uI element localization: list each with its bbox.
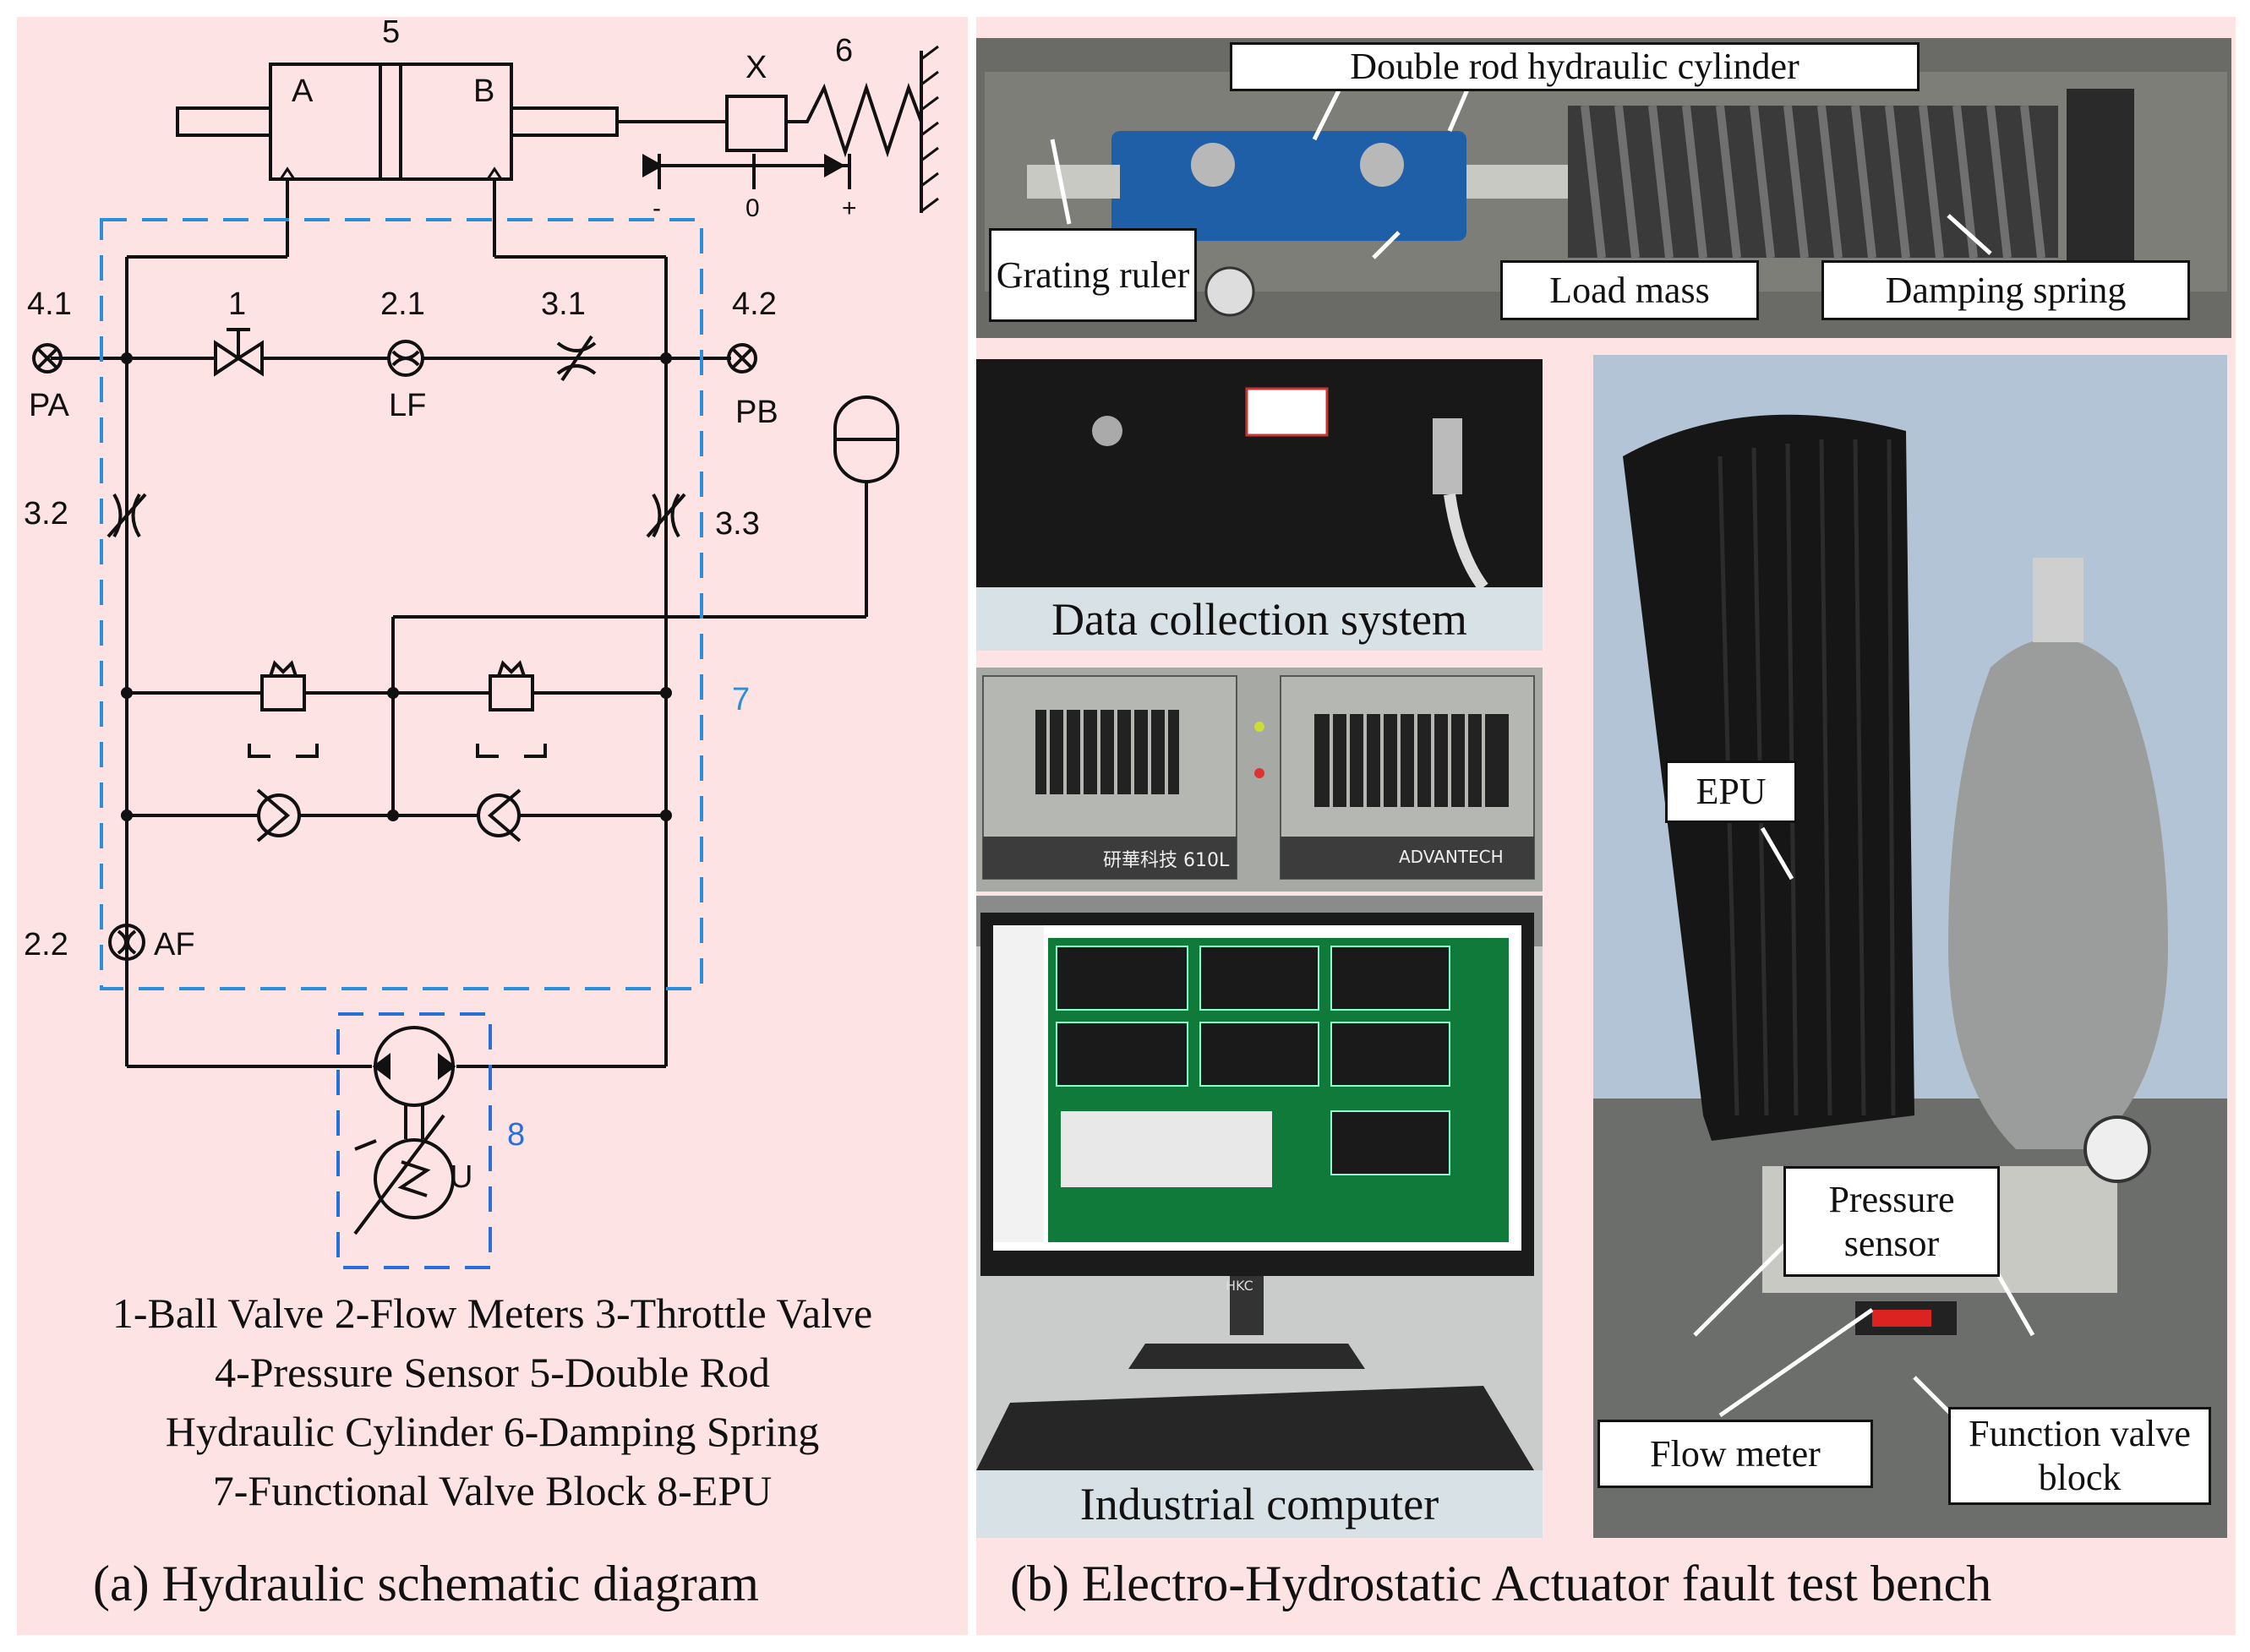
label-mass: X <box>745 50 767 85</box>
caption-schematic: (a) Hydraulic schematic diagram <box>93 1556 759 1611</box>
label-flow-meter-1-tag: LF <box>389 388 426 423</box>
spring-coils <box>1568 106 2058 258</box>
epu-illustration <box>1593 355 2227 1538</box>
ipc-brand-text: ADVANTECH <box>1399 847 1504 867</box>
accumulator-tank <box>1948 638 2168 1149</box>
label-throttle-2: 3.2 <box>24 496 68 532</box>
label-motor-u: U <box>450 1159 472 1195</box>
data-collection-illustration <box>976 359 1543 587</box>
label-load-mass: Load mass <box>1500 260 1759 320</box>
photo-epu: EPU Pressure sensor Flow meter Function … <box>1593 355 2227 1538</box>
caption-test-bench: (b) Electro-Hydrostatic Actuator fault t… <box>1010 1556 1992 1611</box>
label-flow-meter-2-tag: AF <box>154 927 195 962</box>
monitor-illustration <box>976 896 1543 1470</box>
label-function-valve-block: Function valve block <box>1948 1407 2211 1505</box>
motor-symbol <box>374 1138 455 1219</box>
legend-line-2: 4-Pressure Sensor 5-Double Rod <box>215 1349 770 1396</box>
caption-data-collection: Data collection system <box>976 587 1543 651</box>
label-ps-left: 4.1 <box>27 286 72 322</box>
pressure-sensor-pb-symbol <box>727 343 757 373</box>
label-epu: 8 <box>507 1117 525 1153</box>
junction-dots <box>121 154 845 821</box>
label-zero: 0 <box>745 194 760 222</box>
cylinder-rod-left <box>176 106 272 137</box>
cylinder-piston <box>379 63 402 181</box>
panel-test-bench: Double rod hydraulic cylinder Grating ru… <box>976 17 2236 1635</box>
panel-hydraulic-schematic: 5 A B X 6 - 0 + 4.1 PA 1 2.1 LF 3.1 4.2 … <box>17 17 968 1635</box>
label-grating-ruler: Grating ruler <box>989 228 1197 322</box>
photo-monitor: HKC <box>976 896 1543 1470</box>
pressure-sensor-pa-symbol <box>32 343 63 373</box>
label-flow-meter-2: 2.2 <box>24 927 68 962</box>
relief-valve-left-symbol <box>260 674 306 712</box>
label-ps-left-tag: PA <box>29 388 70 423</box>
label-throttle-3: 3.3 <box>715 506 760 542</box>
ipc-model-text: 研華科技 610L <box>1103 850 1230 871</box>
label-ball-valve: 1 <box>228 286 246 322</box>
throttle-valve-3-3-symbol <box>652 493 680 538</box>
label-minus: - <box>653 194 661 222</box>
label-chamber-b: B <box>473 74 494 109</box>
relief-valve-right-symbol <box>489 674 534 712</box>
label-plus: + <box>842 194 857 222</box>
hydraulic-schematic-diagram: 5 A B X 6 - 0 + 4.1 PA 1 2.1 LF 3.1 4.2 … <box>24 17 939 1269</box>
legend-line-3: Hydraulic Cylinder 6-Damping Spring <box>165 1408 820 1455</box>
monitor-brand-text: HKC <box>1226 1278 1253 1294</box>
photo-industrial-pc: 研華科技 610L ADVANTECH <box>976 668 1543 891</box>
label-flow-meter-1: 2.1 <box>380 286 425 322</box>
label-flow-meter: Flow meter <box>1597 1420 1873 1488</box>
throttle-valve-3-1-symbol <box>556 341 597 375</box>
ball-valve-symbol <box>214 340 242 377</box>
label-damping-spring: Damping spring <box>1821 260 2190 320</box>
label-ps-right-tag: PB <box>735 395 778 430</box>
functional-valve-block-boundary <box>100 218 703 990</box>
label-ps-right: 4.2 <box>732 286 777 322</box>
flow-meter-af-symbol <box>108 924 145 961</box>
photo-data-collection <box>976 359 1543 587</box>
flow-meter-lf-symbol <box>387 340 424 377</box>
check-valve-right-symbol <box>477 793 521 837</box>
label-cylinder: 5 <box>382 17 400 50</box>
label-throttle-1: 3.1 <box>541 286 586 322</box>
industrial-pc-illustration <box>976 668 1543 891</box>
throttle-valve-3-2-symbol <box>112 493 141 538</box>
load-mass-x <box>725 95 788 152</box>
label-pressure-sensor: Pressure sensor <box>1783 1166 2000 1277</box>
check-valve-left-symbol <box>257 793 301 837</box>
label-double-rod-cylinder: Double rod hydraulic cylinder <box>1230 42 1920 91</box>
legend-line-4: 7-Functional Valve Block 8-EPU <box>212 1467 773 1514</box>
caption-industrial-computer: Industrial computer <box>976 1470 1543 1538</box>
cylinder-rod-right <box>510 106 619 137</box>
label-valve-block: 7 <box>732 682 750 717</box>
blue-cylinder-block <box>1111 131 1466 241</box>
legend-line-1: 1-Ball Valve 2-Flow Meters 3-Throttle Va… <box>112 1289 873 1337</box>
label-epu: EPU <box>1665 761 1797 823</box>
damping-spring-symbol <box>786 82 923 158</box>
photo-cylinder-rig: Double rod hydraulic cylinder Grating ru… <box>976 38 2231 338</box>
label-spring: 6 <box>835 33 853 68</box>
label-chamber-a: A <box>292 74 314 109</box>
